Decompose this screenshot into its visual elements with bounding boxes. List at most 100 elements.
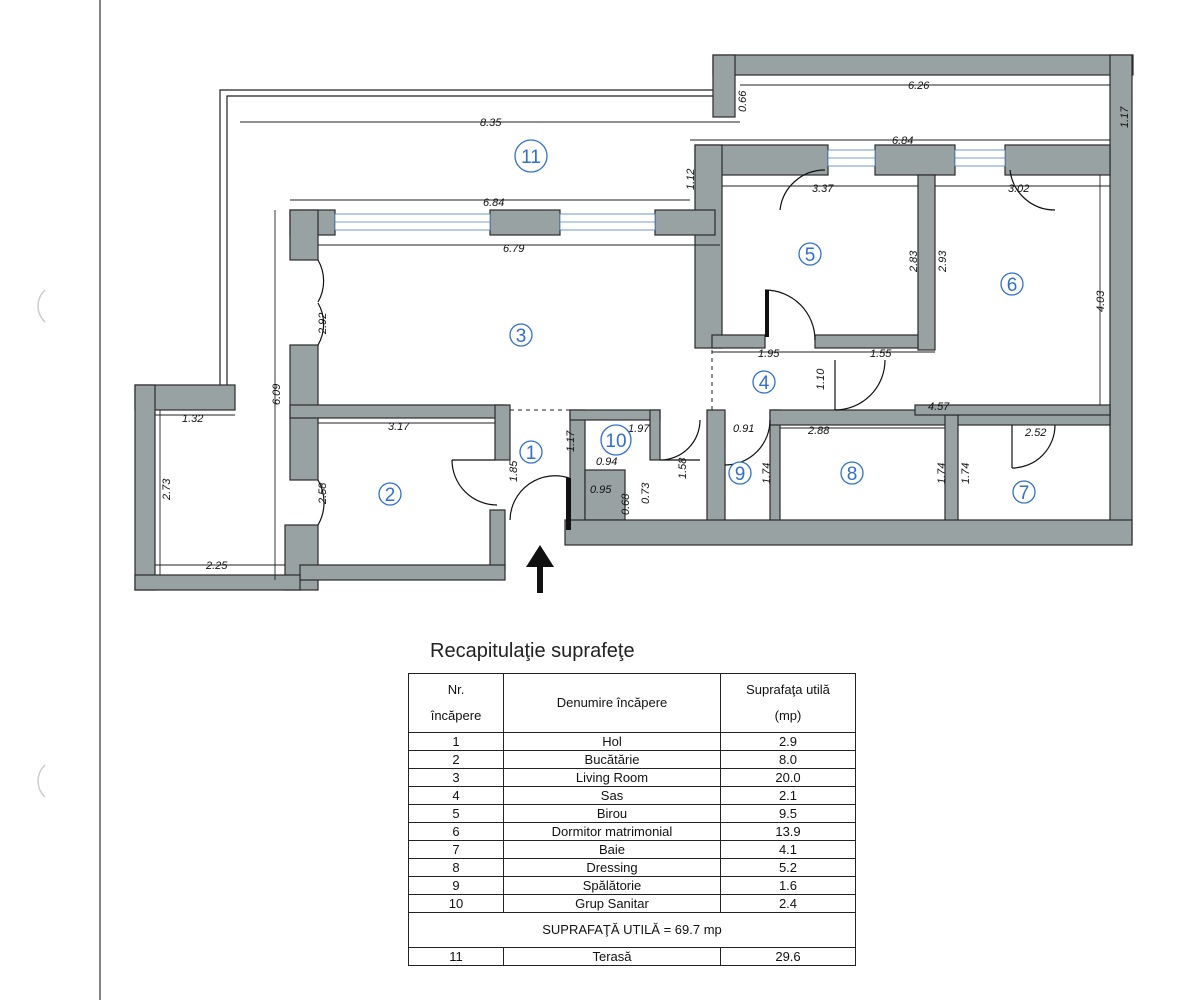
cell-nr: 2: [408, 750, 504, 769]
svg-text:4: 4: [759, 373, 770, 394]
svg-text:10: 10: [605, 431, 626, 452]
cell-name: Dressing: [503, 858, 721, 877]
cell-area: 9.5: [720, 804, 856, 823]
area-summary-table: Nr.încăpere Denumire încăpere Suprafaţa …: [408, 673, 856, 966]
cell-name: Sas: [503, 786, 721, 805]
svg-text:9: 9: [735, 464, 746, 485]
dimension-label: 6.09: [271, 384, 283, 405]
cell-nr: 9: [408, 876, 504, 895]
cell-nr: 8: [408, 858, 504, 877]
dimension-label: 4.57: [928, 401, 950, 413]
cell-name: Spălătorie: [503, 876, 721, 895]
room-label-7: 7: [1012, 480, 1036, 504]
cell-area: 2.9: [720, 732, 856, 751]
cell-area: 5.2: [720, 858, 856, 877]
dimension-label: 3.17: [388, 421, 410, 433]
dimension-label: 1.85: [508, 460, 520, 482]
header-name: Denumire încăpere: [503, 673, 721, 733]
dimension-label: 1.12: [685, 169, 697, 190]
cell-area: 13.9: [720, 822, 856, 841]
dimension-label: 0.95: [590, 484, 612, 496]
dimension-label: 2.88: [807, 425, 830, 437]
dimension-label: 2.92: [317, 313, 329, 335]
cell-nr: 4: [408, 786, 504, 805]
room-labels: 1 2 3 4 5 6 7 8 9 10 11: [378, 139, 1036, 506]
dimension-lines: [155, 84, 1110, 580]
dimension-label: 8.35: [480, 117, 502, 129]
room-label-5: 5: [798, 242, 822, 266]
dimension-label: 1.55: [870, 348, 892, 360]
windows: [334, 149, 1006, 231]
dimension-label: 0.66: [737, 90, 749, 112]
cell-area: 4.1: [720, 840, 856, 859]
total-row: SUPRAFAŢĂ UTILĂ = 69.7 mp: [408, 912, 856, 948]
dimension-labels: 6.26 0.66 1.17 8.35 6.84 1.12 6.84 6.79 …: [161, 80, 1131, 572]
svg-text:8: 8: [847, 464, 858, 485]
dimension-label: 0.68: [620, 493, 632, 515]
cell-area: 20.0: [720, 768, 856, 787]
dimension-label: 1.10: [815, 368, 827, 390]
cell-name: Living Room: [503, 768, 721, 787]
dimension-label: 1.74: [936, 463, 948, 484]
svg-text:2: 2: [385, 485, 396, 506]
dimension-label: 6.26: [908, 80, 930, 92]
dimension-label: 3.37: [812, 183, 834, 195]
svg-text:7: 7: [1019, 483, 1030, 504]
cell-nr: 1: [408, 732, 504, 751]
cell-area: 8.0: [720, 750, 856, 769]
punch-hole: [37, 289, 46, 323]
cell-name: Hol: [503, 732, 721, 751]
room-label-2: 2: [378, 482, 402, 506]
dimension-label: 1.32: [182, 413, 203, 425]
cell-area: 2.1: [720, 786, 856, 805]
dimension-label: 1.17: [565, 430, 577, 452]
summary-title: Recapitulaţie suprafeţe: [430, 640, 635, 662]
cell-nr: 11: [408, 947, 504, 966]
room-label-1: 1: [519, 440, 543, 464]
dimension-label: 4.03: [1095, 290, 1107, 312]
terrace-outline: [219, 89, 713, 385]
header-area: Suprafaţa utilă(mp): [720, 673, 856, 733]
cell-name: Baie: [503, 840, 721, 859]
cell-name: Terasă: [503, 947, 721, 966]
doors: [317, 169, 1056, 526]
total-area: SUPRAFAŢĂ UTILĂ = 69.7 mp: [408, 912, 856, 948]
dimension-label: 2.58: [317, 482, 329, 505]
punch-hole: [37, 764, 46, 798]
svg-text:5: 5: [805, 245, 816, 266]
room-label-3: 3: [509, 323, 533, 347]
svg-text:11: 11: [521, 147, 541, 168]
cell-name: Birou: [503, 804, 721, 823]
dimension-label: 2.83: [908, 250, 920, 273]
dimension-label: 6.79: [503, 243, 524, 255]
dimension-label: 2.93: [937, 250, 949, 273]
cell-name: Dormitor matrimonial: [503, 822, 721, 841]
dimension-label: 0.91: [733, 423, 754, 435]
dimension-label: 2.73: [161, 478, 173, 501]
dimension-label: 1.17: [1119, 106, 1131, 128]
dimension-label: 1.58: [677, 457, 689, 479]
room-label-4: 4: [752, 370, 776, 394]
dimension-label: 6.84: [892, 135, 913, 147]
dimension-label: 1.95: [758, 348, 780, 360]
cell-nr: 3: [408, 768, 504, 787]
cell-name: Grup Sanitar: [503, 894, 721, 913]
cell-area: 2.4: [720, 894, 856, 913]
dimension-label: 2.52: [1024, 427, 1046, 439]
dimension-label: 0.94: [596, 456, 617, 468]
dimension-label: 1.74: [960, 463, 972, 484]
room-label-10: 10: [600, 424, 632, 456]
room-label-11: 11: [514, 139, 548, 173]
cell-name: Bucătărie: [503, 750, 721, 769]
cell-nr: 7: [408, 840, 504, 859]
cell-nr: 10: [408, 894, 504, 913]
dimension-label: 3.02: [1008, 183, 1029, 195]
